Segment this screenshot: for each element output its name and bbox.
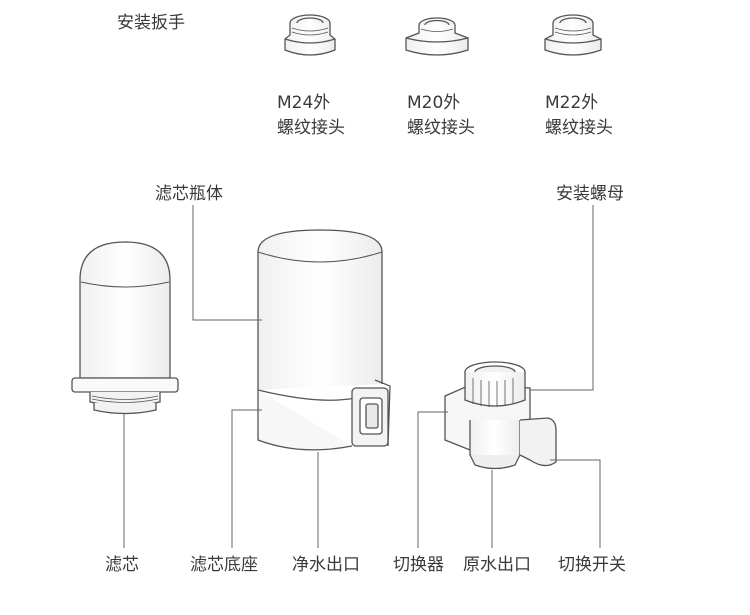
leader-lines bbox=[123, 205, 601, 548]
label-adapter-m22: M22外 螺纹接头 bbox=[545, 91, 613, 141]
adapter-m24-desc: 螺纹接头 bbox=[277, 118, 345, 138]
adapter-m20 bbox=[405, 17, 469, 56]
filter-housing bbox=[257, 229, 391, 451]
filter-cartridge bbox=[71, 241, 179, 415]
label-switch: 切换开关 bbox=[558, 555, 626, 575]
adapter-m20-size: M20外 bbox=[407, 93, 461, 113]
adapter-m22 bbox=[544, 14, 602, 56]
label-adapter-m20: M20外 螺纹接头 bbox=[407, 91, 475, 141]
adapter-m20-desc: 螺纹接头 bbox=[407, 118, 475, 138]
label-base: 滤芯底座 bbox=[190, 555, 258, 575]
label-wrench: 安装扳手 bbox=[117, 13, 185, 33]
adapter-m22-size: M22外 bbox=[545, 93, 599, 113]
label-cartridge: 滤芯 bbox=[105, 555, 139, 575]
label-clean-outlet: 净水出口 bbox=[292, 555, 360, 575]
label-adapter-m24: M24外 螺纹接头 bbox=[277, 91, 345, 141]
label-mount-nut: 安装螺母 bbox=[556, 184, 624, 204]
adapter-m24-size: M24外 bbox=[277, 93, 331, 113]
label-housing: 滤芯瓶体 bbox=[155, 184, 223, 204]
adapter-m22-desc: 螺纹接头 bbox=[545, 118, 613, 138]
adapter-m24 bbox=[284, 14, 336, 56]
label-switcher: 切换器 bbox=[393, 555, 444, 575]
label-raw-outlet: 原水出口 bbox=[463, 555, 531, 575]
faucet-switcher bbox=[444, 361, 557, 470]
